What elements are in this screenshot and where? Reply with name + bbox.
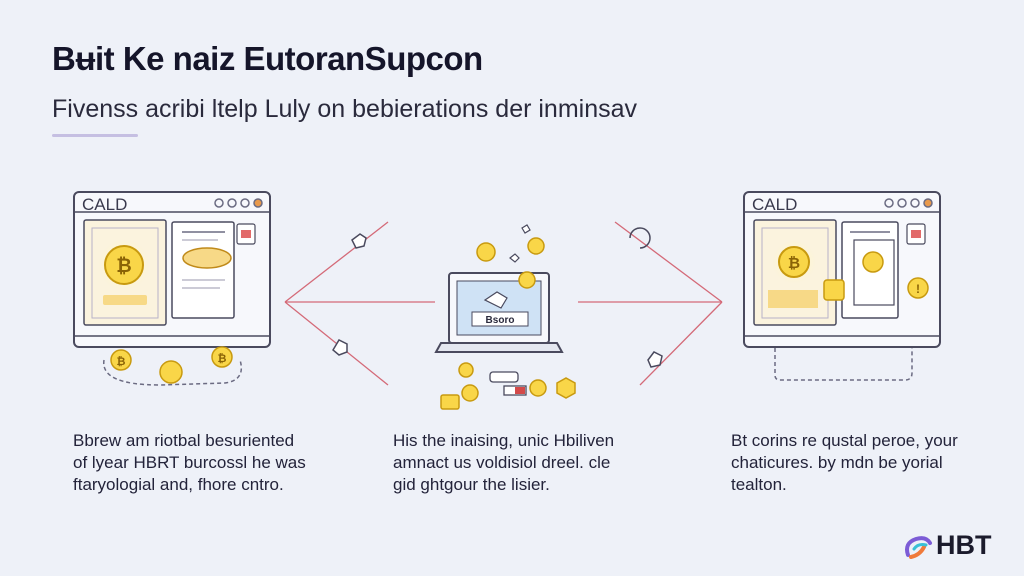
window-control-icon xyxy=(910,198,920,208)
coin-bag-icon xyxy=(862,251,884,273)
left-document-panel xyxy=(171,221,235,319)
left-caption-line: of lyear HBRT burcossl he was xyxy=(73,453,306,472)
bitcoin-coin-icon xyxy=(518,271,536,289)
left-app-window: CALD ₿ xyxy=(73,191,271,348)
floating-coins xyxy=(440,224,576,410)
bitcoin-coin-icon xyxy=(104,245,144,285)
bitcoin-coin-icon xyxy=(529,379,547,397)
coin-stack-icon xyxy=(182,247,232,269)
center-laptop: Bsoro xyxy=(434,272,564,353)
coin-bag-icon xyxy=(159,360,183,384)
coin-bag-icon xyxy=(823,279,845,301)
brand-swirl-icon xyxy=(905,535,932,559)
window-control-icon xyxy=(227,198,237,208)
bitcoin-coin-icon xyxy=(211,346,233,368)
house-glyph-icon xyxy=(332,339,348,356)
refresh-glyph-icon xyxy=(629,227,651,249)
bitcoin-coin-icon xyxy=(527,237,545,255)
right-connector xyxy=(578,221,723,386)
coin-bag-icon xyxy=(440,394,460,410)
bitcoin-coin-icon xyxy=(458,362,474,378)
toggle-icon xyxy=(489,371,519,383)
center-caption: His the inaising, unic Hbiliven amnact u… xyxy=(393,430,614,496)
sketch-glyph-icon xyxy=(351,233,367,249)
hexagon-token-icon xyxy=(556,377,576,399)
center-caption-line: gid ghtgour the lisier. xyxy=(393,475,550,494)
coin-bag-icon xyxy=(476,242,496,262)
window-control-icon xyxy=(884,198,894,208)
bitcoin-coin-icon xyxy=(110,349,132,371)
user-figure-icon xyxy=(483,291,508,309)
right-caption-line: chaticures. by mdn be yorial xyxy=(731,453,943,472)
left-flow-loop xyxy=(103,359,243,386)
center-caption-line: His the inaising, unic Hbiliven xyxy=(393,431,615,450)
left-caption-line: Bbrew am riotbal besuriented xyxy=(73,431,295,450)
brand-logo-text: HBT xyxy=(936,530,992,560)
left-window-label: CALD xyxy=(82,195,127,214)
window-control-icon xyxy=(897,198,907,208)
svg-text:₿: ₿ xyxy=(117,356,126,368)
left-caption: Bbrew am riotbal besuriented of lyear HB… xyxy=(73,430,306,496)
center-caption-line: amnact us voldisiol dreel. cle xyxy=(393,453,611,472)
window-close-icon xyxy=(923,198,933,208)
right-window-label: CALD xyxy=(752,195,797,214)
brand-logo: HBT xyxy=(902,530,992,561)
page-subtitle: Fivenss acribi ltelp Luly on bebieration… xyxy=(52,95,638,123)
page-title: Bʉit Ke naiz EutoranSupcon xyxy=(52,40,483,77)
coin-bag-icon xyxy=(461,384,479,402)
window-control-icon xyxy=(240,198,250,208)
right-flow-loop xyxy=(774,348,913,381)
sketch-glyph-icon xyxy=(647,351,663,368)
svg-text:!: ! xyxy=(916,282,920,296)
svg-text:₿: ₿ xyxy=(788,255,800,272)
title-underline xyxy=(52,134,138,137)
bitcoin-coin-icon xyxy=(778,246,810,278)
laptop-screen-label: Bsoro xyxy=(486,315,515,326)
svg-text:₿: ₿ xyxy=(116,256,131,277)
right-caption: Bt corins re qustal peroe, your chaticur… xyxy=(731,430,958,496)
info-coin-icon xyxy=(907,277,929,299)
svg-text:₿: ₿ xyxy=(218,353,227,365)
right-app-window: CALD ₿ ! xyxy=(743,191,941,348)
window-control-icon xyxy=(214,198,224,208)
window-close-icon xyxy=(253,198,263,208)
right-caption-line: Bt corins re qustal peroe, your xyxy=(731,431,958,450)
left-caption-line: ftaryologial and, fhore cntro. xyxy=(73,475,284,494)
right-caption-line: tealton. xyxy=(731,475,787,494)
